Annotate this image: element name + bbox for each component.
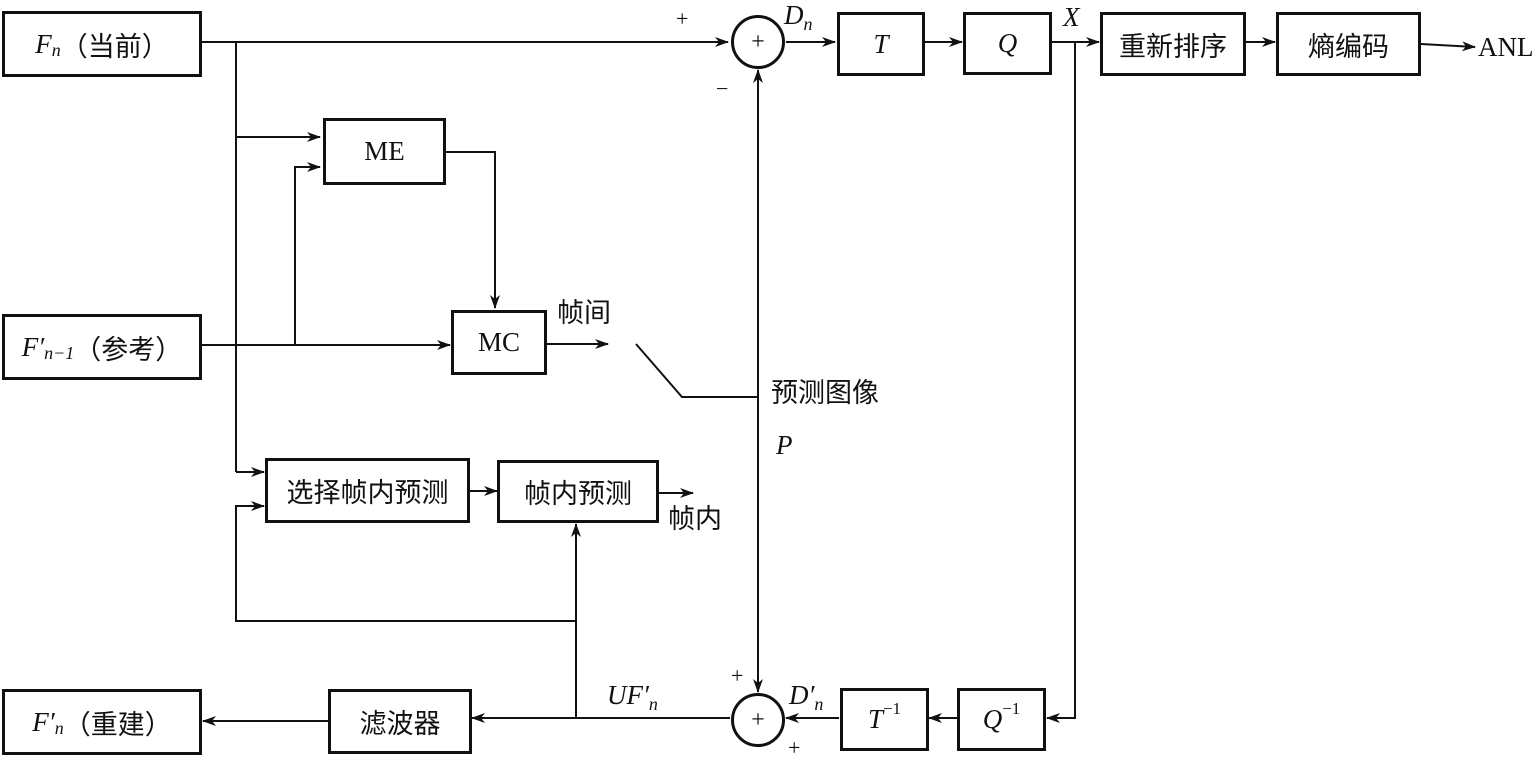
reference-frame-sub: n−1: [44, 342, 75, 363]
block-transform: T: [837, 12, 925, 76]
transform-symbol: T: [873, 28, 889, 59]
label-p: P: [776, 430, 793, 460]
label-anl: ANL: [1478, 32, 1534, 62]
block-entropy-coding: 熵编码: [1276, 12, 1421, 76]
block-reorder: 重新排序: [1100, 12, 1246, 76]
block-quantize: Q: [963, 12, 1052, 75]
recon-frame-label: （重建）: [63, 709, 172, 740]
wire-ref-to-me: [294, 162, 321, 345]
sign-top-left-plus: +: [676, 6, 689, 31]
label-dn-prime-symbol: D′: [789, 680, 815, 710]
current-frame-sub: n: [51, 39, 61, 60]
label-dn: Dn: [784, 0, 813, 34]
reference-frame-label: （参考）: [74, 334, 183, 365]
wire-me-to-mc: [445, 151, 500, 309]
sign-top-minus: −: [716, 76, 729, 101]
label-ufn: UF′n: [607, 680, 658, 714]
label-intra: 帧内: [668, 504, 722, 534]
recon-frame-sub: n: [54, 717, 64, 738]
reference-frame-symbol: F′: [21, 331, 45, 362]
block-filter: 滤波器: [328, 689, 472, 754]
label-prediction-image: 预测图像: [771, 378, 879, 408]
wire-x-to-qinv: [1046, 42, 1076, 723]
label-dn-sub: n: [803, 14, 813, 34]
block-reference-frame: F′n−1（参考）: [2, 314, 202, 380]
wire-entropy-to-anl: [1420, 41, 1476, 52]
inv-quantize-symbol: Q: [982, 704, 1003, 734]
recon-frame-symbol: F′: [32, 706, 55, 737]
inv-quantize-sup: −1: [1002, 698, 1021, 718]
label-dn-symbol: D: [784, 0, 804, 30]
block-mc: MC: [451, 310, 547, 375]
summer-bottom-glyph: +: [751, 706, 765, 733]
label-ufn-sub: n: [648, 694, 658, 714]
label-x: X: [1063, 2, 1080, 32]
label-inter: 帧间: [557, 298, 611, 328]
summer-top: +: [731, 15, 785, 69]
summer-top-glyph: +: [751, 28, 765, 55]
current-frame-label: （当前）: [60, 31, 169, 62]
label-dn-prime-sub: n: [814, 694, 824, 714]
sign-bottom-plus: +: [788, 735, 801, 760]
block-reconstructed-frame: F′n（重建）: [2, 689, 202, 755]
wire-uf-to-select: [235, 501, 576, 622]
sign-bottom-top-plus: +: [731, 663, 744, 688]
block-inverse-quantize: Q−1: [957, 688, 1046, 751]
prediction-switch: [635, 343, 758, 398]
block-intra-prediction: 帧内预测: [497, 460, 659, 523]
inv-transform-sup: −1: [882, 698, 902, 718]
inv-transform-symbol: T: [867, 704, 883, 734]
current-frame-symbol: F: [35, 28, 52, 59]
quantize-symbol: Q: [997, 28, 1018, 58]
block-me: ME: [323, 118, 446, 185]
block-inverse-transform: T−1: [840, 688, 929, 751]
label-ufn-symbol: UF′: [607, 680, 649, 710]
summer-bottom: +: [731, 693, 785, 747]
label-dn-prime: D′n: [789, 680, 823, 714]
block-select-intra: 选择帧内预测: [265, 458, 470, 523]
